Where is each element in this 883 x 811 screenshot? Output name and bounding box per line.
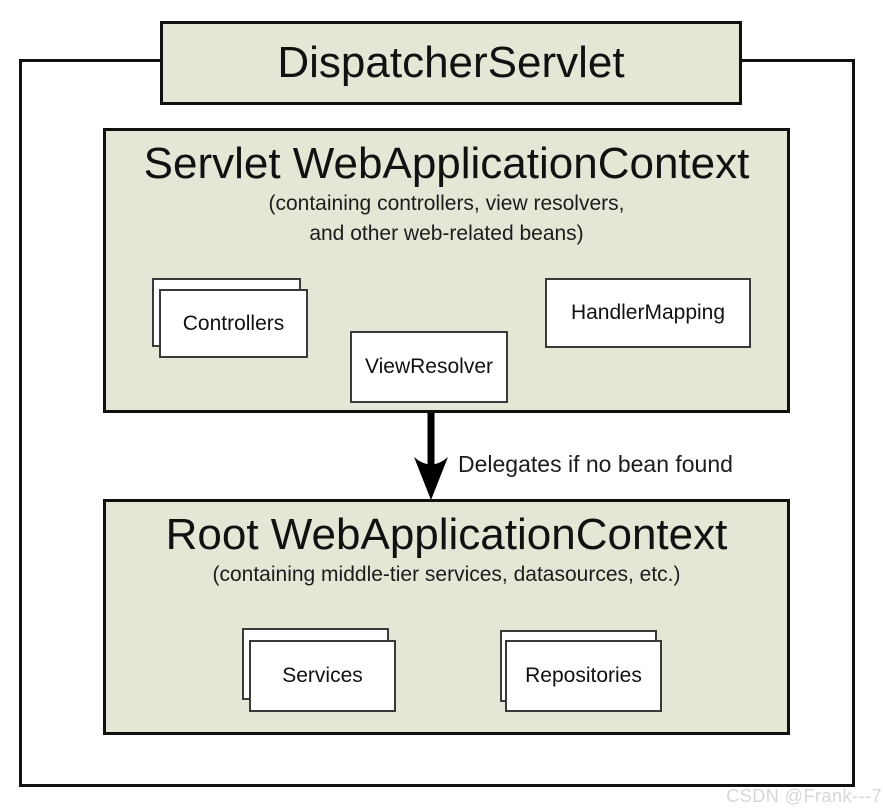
viewresolver-box: ViewResolver (350, 331, 508, 403)
controllers-box: Controllers (159, 289, 308, 358)
servlet-context-subtitle-line1: (containing controllers, view resolvers, (268, 192, 625, 216)
dispatcher-servlet-box: DispatcherServlet (160, 21, 742, 105)
dispatcher-servlet-title: DispatcherServlet (277, 38, 625, 87)
handlermapping-box: HandlerMapping (545, 278, 751, 348)
root-context-subtitle: (containing middle-tier services, dataso… (212, 563, 681, 587)
servlet-context-title: Servlet WebApplicationContext (143, 139, 750, 188)
controllers-label: Controllers (182, 311, 285, 335)
csdn-watermark: CSDN @Frank---7 (726, 786, 882, 806)
servlet-context-box: Servlet WebApplicationContext (containin… (103, 128, 790, 413)
delegate-arrow-icon (414, 413, 448, 500)
repositories-label: Repositories (525, 664, 642, 687)
root-context-title: Root WebApplicationContext (165, 510, 728, 559)
delegate-arrow-label: Delegates if no bean found (458, 451, 733, 477)
viewresolver-label: ViewResolver (365, 355, 493, 378)
servlet-context-subtitle-line2: and other web-related beans) (309, 222, 584, 246)
services-box: Services (249, 640, 396, 712)
root-context-box: Root WebApplicationContext (containing m… (103, 499, 790, 735)
handlermapping-label: HandlerMapping (570, 301, 726, 324)
services-label: Services (282, 664, 363, 687)
repositories-box: Repositories (505, 640, 662, 712)
